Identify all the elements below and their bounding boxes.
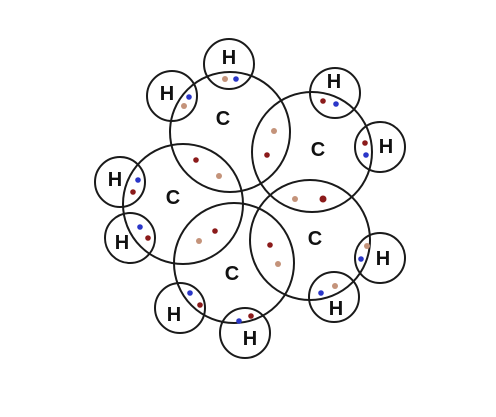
electron-dot bbox=[193, 157, 199, 163]
electron-dot bbox=[248, 313, 254, 319]
electron-dot bbox=[145, 235, 151, 241]
carbon-labels: C C C C C bbox=[166, 108, 325, 285]
carbon-label: C bbox=[225, 263, 239, 285]
electron-dot bbox=[362, 140, 368, 146]
hydrogen-label: H bbox=[379, 136, 393, 158]
electron-dot bbox=[358, 256, 364, 262]
electron-dot bbox=[216, 173, 222, 179]
carbon-label: C bbox=[308, 228, 322, 250]
carbon-atom-top-right bbox=[251, 91, 373, 213]
carbon-label: C bbox=[166, 187, 180, 209]
electron-dot bbox=[187, 290, 193, 296]
electron-dot bbox=[363, 152, 369, 158]
hydrogen-label: H bbox=[327, 71, 341, 93]
hydrogen-atom-left-upper bbox=[94, 156, 146, 208]
hydrogen-atom-bottom bbox=[219, 307, 271, 359]
electron-dot bbox=[364, 243, 370, 249]
electron-dot bbox=[212, 228, 218, 234]
carbon-atom-bottom bbox=[173, 202, 295, 324]
hydrogen-atom-right-lower bbox=[354, 232, 406, 284]
electron-dot bbox=[292, 196, 298, 202]
electron-dot bbox=[319, 195, 327, 203]
electron-dot bbox=[233, 76, 239, 82]
hydrogen-atom-right-upper bbox=[354, 121, 406, 173]
electron-dot bbox=[135, 177, 141, 183]
electron-dot bbox=[222, 76, 228, 82]
electron-dot bbox=[181, 103, 187, 109]
carbon-atom-top-left bbox=[169, 71, 291, 193]
hydrogen-labels: H H H H H H H H H H bbox=[108, 47, 393, 350]
electron-dot bbox=[264, 152, 270, 158]
electron-dot bbox=[236, 318, 242, 324]
electron-dot bbox=[318, 290, 324, 296]
hydrogen-label: H bbox=[108, 169, 122, 191]
electron-dot bbox=[332, 283, 338, 289]
electron-dot bbox=[137, 224, 143, 230]
electron-dot bbox=[333, 101, 339, 107]
hydrogen-atom-left-lower bbox=[104, 212, 156, 264]
electron-dot bbox=[197, 302, 203, 308]
hydrogen-label: H bbox=[329, 298, 343, 320]
electron-dots bbox=[130, 76, 370, 324]
electron-dot bbox=[275, 261, 281, 267]
electron-dot bbox=[271, 128, 277, 134]
electron-dot bbox=[186, 94, 192, 100]
hydrogen-label: H bbox=[115, 232, 129, 254]
electron-dot bbox=[130, 189, 136, 195]
carbon-label: C bbox=[216, 108, 230, 130]
carbon-label: C bbox=[311, 139, 325, 161]
hydrogen-atoms bbox=[94, 38, 406, 359]
hydrogen-atom-bottom-right bbox=[308, 271, 360, 323]
hydrogen-atom-top-right bbox=[309, 67, 361, 119]
electron-dot bbox=[320, 98, 326, 104]
hydrogen-atom-bottom-left bbox=[154, 282, 206, 334]
hydrogen-label: H bbox=[243, 328, 257, 350]
hydrogen-label: H bbox=[167, 304, 181, 326]
electron-dot bbox=[267, 242, 273, 248]
hydrogen-label: H bbox=[160, 83, 174, 105]
hydrogen-label: H bbox=[376, 248, 390, 270]
hydrogen-label: H bbox=[222, 47, 236, 69]
hydrogen-atom-top bbox=[203, 38, 255, 90]
hydrogen-atom-top-left bbox=[146, 70, 198, 122]
electron-dot bbox=[196, 238, 202, 244]
